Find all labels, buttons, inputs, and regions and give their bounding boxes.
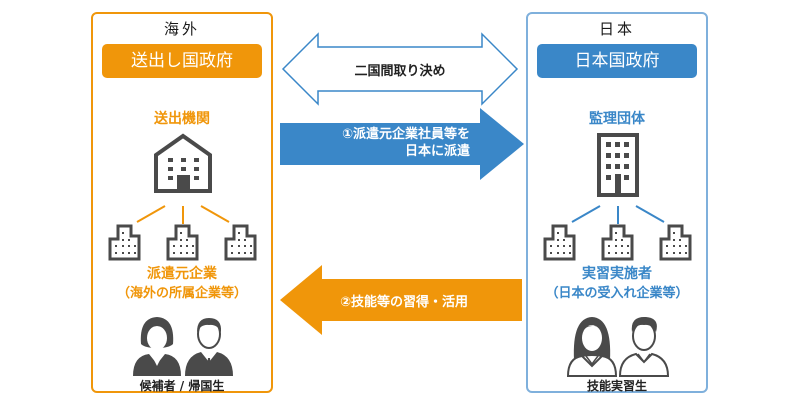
implementing-organizations-sublabel: （日本の受入れ企業等）: [545, 286, 689, 301]
house-building-icon: [154, 133, 212, 193]
office-building-icon: [224, 224, 257, 261]
dispatching-companies-sublabel: （海外の所属企業等）: [116, 286, 247, 301]
japan-connector-lines: [571, 205, 665, 224]
utilize-arrow-left: [280, 265, 522, 335]
utilize-label: ②技能等の習得・活用: [340, 295, 469, 310]
dispatching-companies-label: 派遣元企業: [147, 266, 217, 282]
dispatch-label: ①派遣元企業社員等を 日本に派遣: [280, 126, 470, 160]
person-silhouettes-icon: [133, 317, 233, 376]
person-silhouettes-icon: [566, 316, 670, 377]
candidates-label: 候補者 / 帰国生: [139, 379, 225, 393]
japan-panel: 日本 日本国政府 監理団体 実習実施者 （日本の受入れ企業等）: [526, 12, 708, 393]
office-building-icon: [601, 224, 634, 261]
overseas-panel: 海外 送出し国政府 送出機関 派遣元企業 （海外の所属企業等）: [91, 12, 273, 393]
dispatch-label-line2: 日本に派遣: [404, 144, 470, 159]
dispatch-arrow-right: [280, 108, 524, 180]
office-building-icon: [166, 224, 199, 261]
japan-government-box: 日本国政府: [537, 44, 697, 78]
sending-organization-label: 送出機関: [154, 111, 210, 127]
overseas-country-title: 海外: [163, 20, 200, 38]
tower-building-icon: [597, 133, 639, 197]
overseas-connector-lines: [136, 205, 230, 224]
sending-government-box: 送出し国政府: [102, 44, 262, 78]
dispatch-label-line1: ①派遣元企業社員等を: [341, 127, 470, 142]
supervising-organization-label: 監理団体: [589, 111, 645, 127]
office-building-icon: [108, 224, 141, 261]
implementing-organizations-label: 実習実施者: [582, 266, 652, 282]
bilateral-double-arrow: [281, 32, 519, 106]
bilateral-agreement-label: 二国間取り決め: [354, 64, 446, 79]
office-building-icon: [543, 224, 576, 261]
technical-intern-label: 技能実習生: [586, 379, 647, 393]
office-building-icon: [659, 224, 692, 261]
japan-country-title: 日本: [598, 20, 635, 38]
